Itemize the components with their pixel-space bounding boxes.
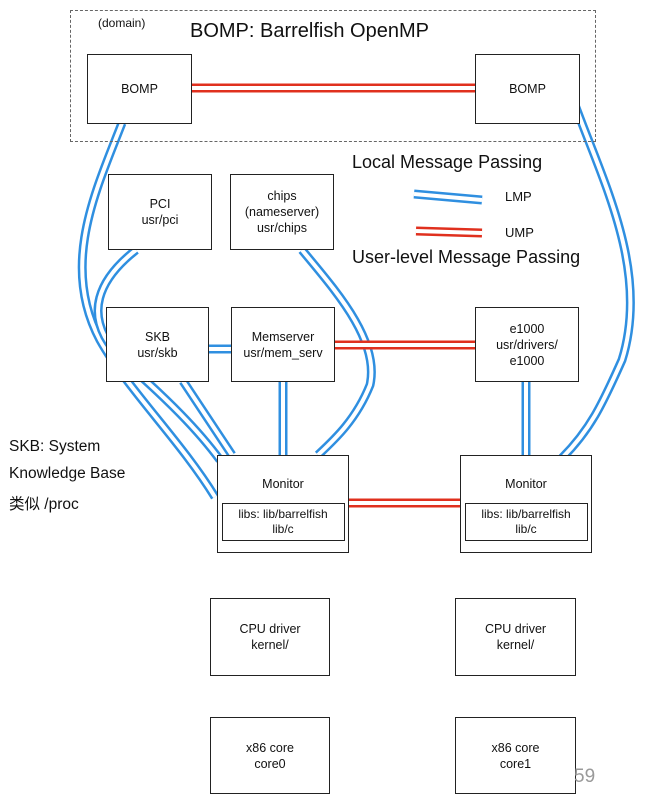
core1-title: x86 core (491, 740, 540, 755)
legend-lmp-swatch-stroke (413, 192, 483, 202)
legend-swatches (413, 189, 483, 238)
monitor-right-box: Monitor libs: lib/barrelfish lib/c (460, 455, 592, 553)
legend-ump-swatch-stroke (415, 229, 483, 235)
lmp-bomp-left-monitor-left-stroke (80, 122, 217, 499)
side-note-line3: 类似 /proc (9, 496, 79, 513)
domain-tag: (domain) (98, 16, 146, 30)
e1000-path: usr/drivers/ (496, 337, 558, 352)
legend-user-title: User-level Message Passing (352, 247, 581, 267)
pci-title: PCI (149, 197, 171, 211)
bomp-left-box: BOMP (87, 54, 192, 124)
monitor-right-libs-line2: lib/c (515, 522, 537, 536)
memserver-box: Memserver usr/mem_serv (231, 307, 335, 382)
lmp-skb-monitor-left-stroke (181, 379, 234, 457)
ump-connections (192, 83, 475, 508)
core0-box: x86 core core0 (210, 717, 330, 794)
monitor-right-libs-line1: libs: lib/barrelfish (481, 507, 571, 521)
skb-path: usr/skb (137, 345, 178, 360)
memserver-title: Memserver (251, 329, 315, 344)
bomp-left-label: BOMP (121, 82, 158, 96)
e1000-path-tail: e1000 (509, 353, 545, 368)
skb-title: SKB (144, 329, 170, 344)
chips-box: chips (nameserver) usr/chips (230, 174, 334, 250)
core1-id: core1 (499, 756, 532, 771)
cpu-driver-right-title: CPU driver (484, 622, 547, 636)
monitor-left-box: Monitor libs: lib/barrelfish lib/c (217, 455, 349, 553)
monitor-right-libs: libs: lib/barrelfish lib/c (464, 503, 588, 541)
chips-title: chips (267, 189, 297, 203)
pci-box: PCI usr/pci (108, 174, 212, 250)
lmp-connections (77, 100, 635, 500)
monitor-left-libs-line1: libs: lib/barrelfish (238, 507, 328, 521)
monitor-left-libs: libs: lib/barrelfish lib/c (221, 503, 345, 541)
cpu-driver-right-box: CPU driver kernel/ (455, 598, 576, 676)
legend-lmp-label: LMP (505, 189, 532, 204)
core0-id: core0 (254, 756, 286, 771)
chips-role: (nameserver) (244, 205, 320, 219)
domain-frame (70, 10, 596, 142)
monitor-left-libs-line2: lib/c (272, 522, 294, 536)
core0-title: x86 core (246, 740, 294, 755)
e1000-title: e1000 (509, 321, 545, 336)
cpu-driver-left-path: kernel/ (251, 638, 289, 652)
page-number: 59 (574, 766, 596, 787)
side-note-line2: Knowledge Base (9, 465, 126, 482)
domain-title: BOMP: Barrelfish OpenMP (190, 20, 429, 42)
cpu-driver-left-title: CPU driver (239, 622, 301, 636)
skb-box: SKB usr/skb (106, 307, 209, 382)
cpu-driver-right-path: kernel/ (496, 638, 535, 652)
cpu-driver-left-box: CPU driver kernel/ (210, 598, 330, 676)
monitor-left-title: Monitor (262, 477, 304, 491)
bomp-right-label: BOMP (509, 82, 546, 96)
legend-local-title: Local Message Passing (352, 152, 543, 172)
pci-path: usr/pci (141, 213, 179, 227)
legend-ump-label: UMP (505, 225, 534, 240)
core1-box: x86 core core1 (455, 717, 576, 794)
side-note-line1: SKB: System (9, 438, 101, 455)
monitor-right-title: Monitor (505, 477, 547, 491)
lmp-chips-monitor-left-stroke (300, 248, 374, 457)
lmp-bomp-right-monitor-right-stroke (560, 101, 633, 460)
chips-path: usr/chips (256, 221, 308, 235)
e1000-box: e1000 usr/drivers/ e1000 (475, 307, 579, 382)
bomp-right-box: BOMP (475, 54, 580, 124)
memserver-path: usr/mem_serv (243, 345, 323, 360)
